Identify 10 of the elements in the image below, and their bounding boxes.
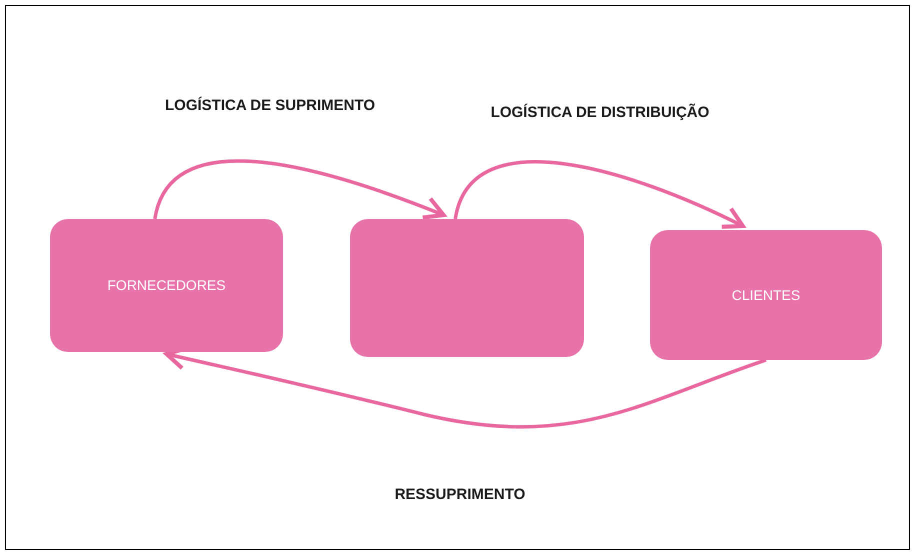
curved-arrow [153, 159, 446, 220]
edge-label: LOGÍSTICA DE DISTRIBUIÇÃO [490, 102, 710, 123]
process-box [50, 219, 283, 352]
curved-arrow [454, 160, 745, 230]
process-box [650, 230, 882, 360]
process-box [350, 219, 584, 357]
box-label: CLIENTES [732, 286, 800, 304]
edge-label: LOGÍSTICA DE SUPRIMENTO [165, 96, 375, 116]
edge-label: RESSUPRIMENTO [394, 484, 526, 505]
box-label: FORNECEDORES [107, 276, 226, 295]
